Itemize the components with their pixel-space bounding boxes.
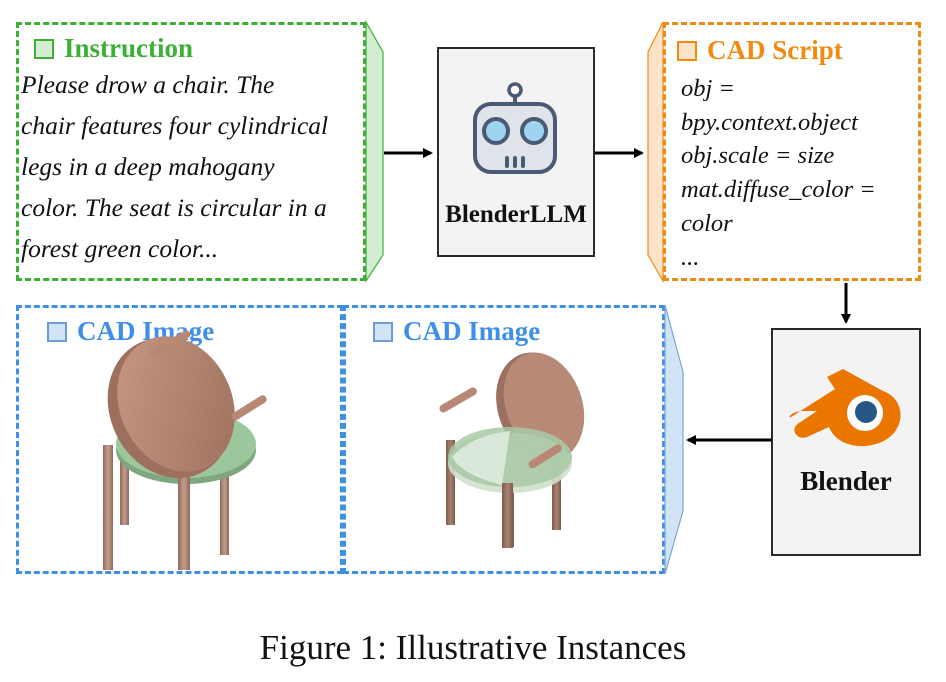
green-swatch-icon (34, 38, 54, 59)
instruction-line: Please drow a chair. The (21, 70, 275, 99)
code-line: obj = (681, 75, 735, 102)
cad-script-panel (663, 22, 921, 281)
code-line: bpy.context.object (681, 108, 858, 136)
cad-script-title: CAD Script (707, 35, 843, 65)
chair-render-2 (439, 352, 585, 548)
blender-logo-icon (789, 369, 901, 447)
orange-swatch-icon (677, 40, 697, 61)
code-line: ... (681, 243, 700, 271)
cad-image-panel-1 (16, 305, 343, 574)
cad-image-title: CAD Image (403, 316, 541, 346)
cad-image-panel-2 (343, 305, 665, 574)
instruction-line: forest green color... (21, 234, 219, 263)
instruction-line: legs in a deep mahogany (21, 152, 275, 181)
robot-icon (473, 82, 557, 174)
blender-label: Blender (800, 466, 892, 496)
cad-image-header-2: CAD Image (373, 316, 540, 347)
cad-script-header: CAD Script (677, 35, 843, 66)
code-line: obj.scale = size (681, 142, 835, 170)
code-line: mat.diffuse_color = (681, 176, 876, 204)
instruction-text: Please drow a chair. The chair features … (21, 64, 328, 269)
blue-swatch-icon (47, 321, 67, 342)
instruction-title: Instruction (64, 33, 194, 63)
instruction-line: color. The seat is circular in a (21, 193, 327, 222)
blue-swatch-icon (373, 321, 393, 342)
chair-render-1 (103, 330, 267, 570)
instruction-line: chair features four cylindrical (21, 111, 329, 140)
instruction-panel (16, 22, 366, 281)
code-line: color (681, 209, 733, 237)
instruction-header: Instruction (34, 33, 193, 64)
figure-caption: Figure 1: Illustrative Instances (259, 628, 687, 667)
cad-script-code: obj = bpy.context.object obj.scale = siz… (681, 72, 876, 274)
blenderllm-label: BlenderLLM (445, 201, 587, 228)
